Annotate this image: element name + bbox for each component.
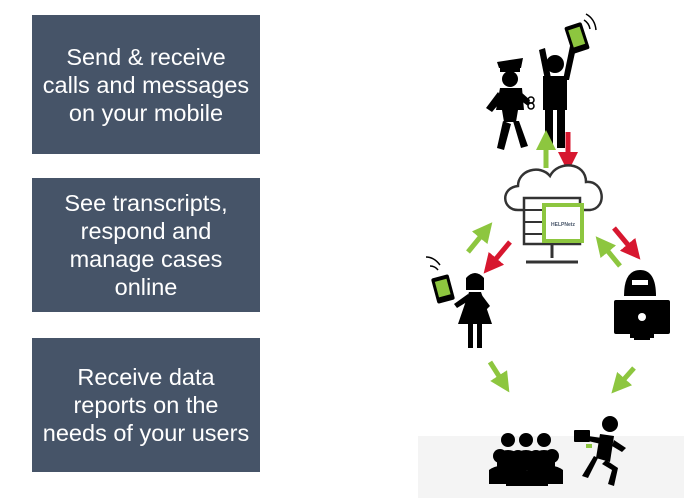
arrow-to-crowd-right: [611, 366, 636, 394]
feature-text-online: See transcripts, respond and manage case…: [64, 190, 228, 300]
network-diagram: HELPNetz: [418, 13, 684, 498]
feature-box-mobile: Send & receive calls and messages on you…: [32, 15, 260, 154]
person-with-phone-icon: [539, 13, 597, 148]
server-logo-text: HELPNetz: [551, 222, 575, 228]
arrow-from-server-left: [483, 240, 512, 274]
hacker-laptop-icon: [614, 270, 670, 340]
cloud-server-icon: HELPNetz: [504, 164, 603, 264]
feature-text-mobile: Send & receive calls and messages on you…: [42, 43, 250, 126]
feature-box-reports: Receive data reports on the needs of you…: [32, 338, 260, 472]
crowd-icon: [489, 433, 563, 486]
running-thief-icon: [574, 416, 626, 486]
feature-box-online: See transcripts, respond and manage case…: [32, 178, 260, 312]
arrow-to-server-right: [595, 236, 622, 268]
arrow-to-crowd-left: [487, 360, 510, 393]
arrow-to-server-left: [466, 222, 493, 254]
police-officer-icon: [486, 58, 535, 150]
woman-with-phone-icon: [425, 256, 492, 348]
arrow-from-server-right: [612, 226, 641, 260]
feature-text-reports: Receive data reports on the needs of you…: [42, 364, 250, 446]
